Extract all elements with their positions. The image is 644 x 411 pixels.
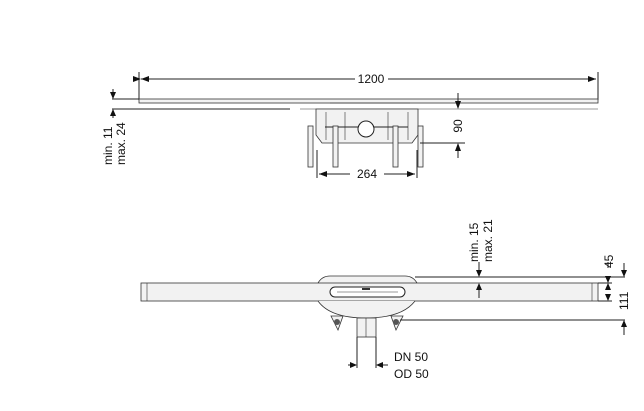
side-floor-min-label: min. 15 (467, 222, 481, 262)
top-view: 1200 264 90 min. 11 max. 24 (101, 72, 599, 181)
outlet-dn-label: DN 50 (394, 350, 428, 364)
frame-height-label: 45 (602, 254, 616, 268)
outlet-od-label: OD 50 (394, 367, 429, 381)
outlet-pipe (356, 317, 377, 338)
side-view: DN 50 OD 50 min. 15 max. 21 45 111 (140, 219, 631, 381)
leveling-feet (307, 125, 424, 168)
side-floor-max-label: max. 21 (481, 219, 495, 262)
floor-min-label: min. 11 (101, 126, 115, 165)
outlet-circle (357, 120, 375, 138)
height-label: 90 (451, 119, 465, 133)
width-label: 264 (357, 167, 377, 181)
floor-max-label: max. 24 (114, 122, 128, 165)
grate-plate (138, 98, 599, 104)
length-label: 1200 (358, 72, 385, 86)
total-height-label: 111 (617, 291, 631, 310)
